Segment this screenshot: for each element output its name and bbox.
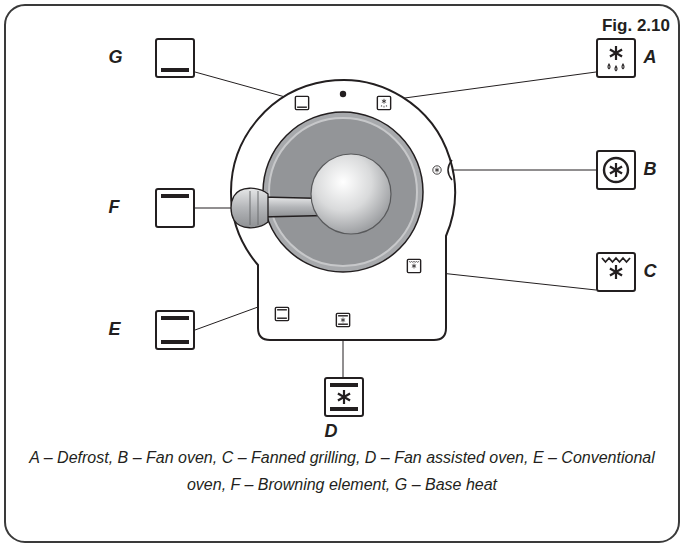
element-bar <box>161 340 189 344</box>
mode-symbol-box: G <box>155 38 195 78</box>
fan-arm <box>609 49 621 56</box>
fan-arm <box>341 319 345 321</box>
fan-arm <box>412 265 416 267</box>
plate-notch <box>448 160 452 180</box>
mode-letter: D <box>325 421 363 441</box>
figure-number-box: Fig. 2.10 <box>602 16 670 36</box>
mode-letter: A <box>644 47 682 67</box>
mode-symbol-box: D <box>324 377 364 417</box>
mode-symbol <box>596 252 636 292</box>
mode-symbol-box: E <box>155 310 195 350</box>
leader-line <box>195 307 258 330</box>
mode-symbol <box>155 188 195 228</box>
figure-number: Fig. 2.10 <box>602 16 670 36</box>
dial-icon <box>275 307 288 320</box>
dial-icon <box>295 96 308 109</box>
fan-arm <box>382 100 386 102</box>
dial-icon <box>377 96 390 109</box>
mode-letter: C <box>644 261 682 281</box>
water-drop <box>608 64 610 69</box>
lever-tip <box>231 188 268 228</box>
element-bar <box>277 318 287 319</box>
leader-line <box>390 72 596 100</box>
figure-caption: A – Defrost, B – Fan oven, C – Fanned gr… <box>22 444 662 498</box>
mode-letter: E <box>109 319 147 339</box>
element-bar <box>330 383 358 387</box>
fan-ring <box>433 166 441 174</box>
element-bar <box>277 309 287 310</box>
fan-ring <box>604 158 628 182</box>
dial-icon <box>433 166 441 174</box>
water-drop <box>386 105 388 107</box>
dial-icon <box>336 313 349 326</box>
fan-arm <box>412 265 416 267</box>
water-drop <box>383 106 385 108</box>
water-drop <box>615 66 617 71</box>
mode-letter: G <box>109 47 147 67</box>
mode-symbol <box>324 377 364 417</box>
element-bar <box>330 407 358 411</box>
dial-icon <box>407 259 420 272</box>
fan-arm <box>609 268 621 275</box>
mode-symbol <box>155 38 195 78</box>
figure-frame <box>5 5 679 542</box>
dial-plate <box>231 80 455 340</box>
leader-line <box>422 271 596 290</box>
element-bar <box>338 315 348 316</box>
fan-arm <box>337 393 349 400</box>
water-drop <box>622 64 624 69</box>
element-bar <box>297 107 307 108</box>
element-bar <box>161 68 189 72</box>
fan-arm <box>382 100 386 102</box>
element-bar <box>161 316 189 320</box>
leader-line <box>445 170 596 171</box>
fan-arm <box>337 393 349 400</box>
mode-letter: F <box>109 197 147 217</box>
leader-line <box>195 208 231 209</box>
mode-symbol-box: F <box>155 188 195 228</box>
mode-symbol <box>596 150 636 190</box>
fan-arm <box>609 49 621 56</box>
water-drop <box>381 105 383 107</box>
element-bar <box>338 324 348 325</box>
leader-line <box>343 340 344 377</box>
fan-arm <box>435 169 439 171</box>
mode-symbol-box: C <box>596 252 636 292</box>
mode-symbol <box>596 38 636 78</box>
mode-symbol <box>155 310 195 350</box>
mode-symbol-box: A <box>596 38 636 78</box>
fan-arm <box>609 166 621 173</box>
fan-arm <box>609 268 621 275</box>
mode-letter: B <box>644 159 682 179</box>
fan-arm <box>341 319 345 321</box>
fan-arm <box>609 166 621 173</box>
knob-disc <box>263 112 423 272</box>
grill-element <box>409 261 419 262</box>
mode-symbol-box: B <box>596 150 636 190</box>
grill-element <box>602 258 630 262</box>
knob-boss <box>311 154 391 234</box>
caption-box: A – Defrost, B – Fan oven, C – Fanned gr… <box>22 444 662 498</box>
lever-ridge <box>258 191 259 225</box>
knob-ring <box>269 118 417 266</box>
element-bar <box>161 194 189 198</box>
leader-line <box>195 72 296 100</box>
off-dot <box>340 91 346 97</box>
lever-ridge <box>250 191 251 225</box>
fan-arm <box>435 169 439 171</box>
